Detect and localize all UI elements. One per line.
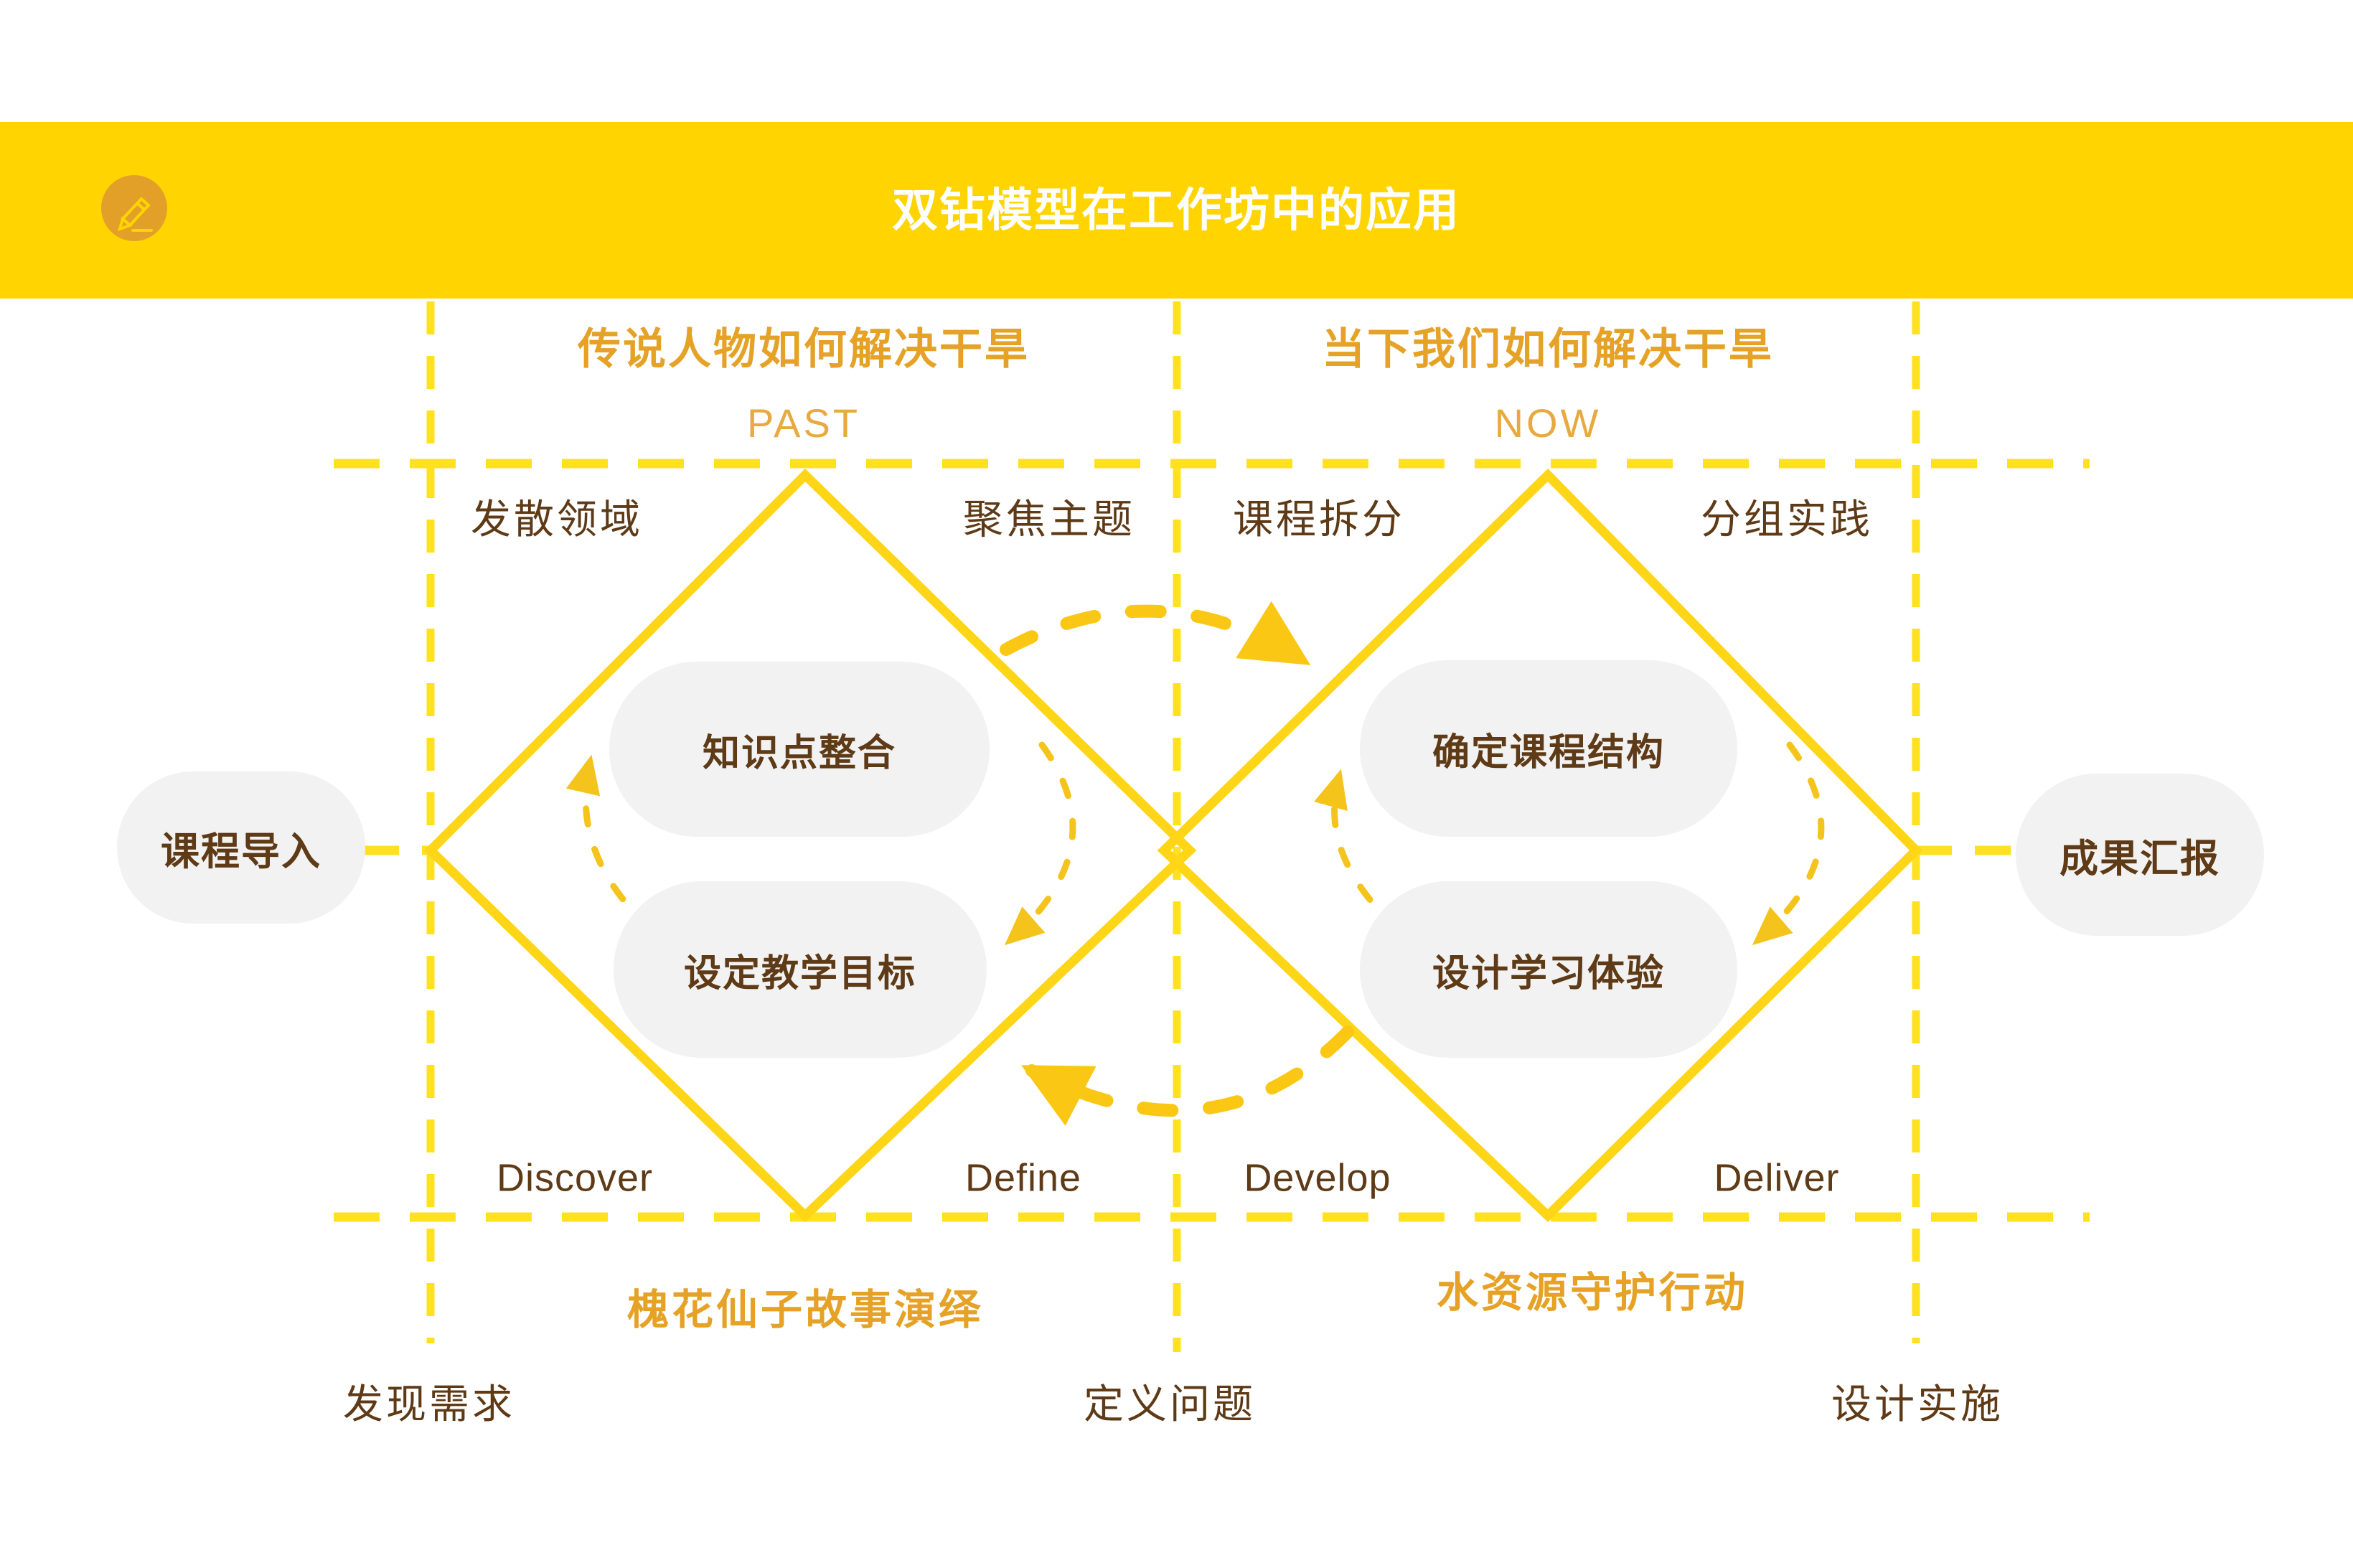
tag-now: NOW — [1494, 400, 1602, 446]
cycle-arrow-top — [1000, 601, 1311, 665]
diamond-outline-past — [423, 468, 1197, 1223]
exit-pill-results-report[interactable]: 成果汇报 — [2016, 774, 2264, 936]
stage-label-deliver: Deliver — [1714, 1156, 1840, 1200]
inner-arrow-now-down — [1752, 741, 1825, 946]
activity-label-past: 槐花仙子故事演绎 — [626, 1287, 984, 1334]
page-title: 双钻模型在工作坊中的应用 — [892, 184, 1460, 236]
quadrant-label-practice-now: 分组实践 — [1701, 497, 1873, 543]
quadrant-label-diverge-past: 发散领域 — [471, 497, 643, 543]
question-now: 当下我们如何解决干旱 — [1322, 325, 1774, 373]
inner-arrow-past-down — [1004, 741, 1076, 946]
step-pill-teaching-goal[interactable]: 设定教学目标 — [614, 881, 987, 1058]
quadrant-label-focus-past: 聚焦主题 — [963, 497, 1135, 543]
quadrant-label-split-now: 课程拆分 — [1233, 497, 1405, 543]
step-pill-learning-experience[interactable]: 设计学习体验 — [1360, 881, 1737, 1058]
tag-past: PAST — [746, 400, 861, 446]
header-bar — [0, 122, 2353, 299]
inner-arrow-past-up — [565, 754, 687, 959]
step-pill-label: 设定教学目标 — [683, 952, 916, 995]
step-pill-label: 确定课程结构 — [1432, 731, 1665, 774]
exit-pill-label: 成果汇报 — [2060, 837, 2220, 881]
activity-label-now: 水资源守护行动 — [1436, 1269, 1749, 1317]
step-pill-label: 设计学习体验 — [1432, 952, 1665, 995]
entry-pill-course-intro[interactable]: 课程导入 — [117, 771, 365, 924]
entry-pill-label: 课程导入 — [161, 830, 321, 873]
step-pill-course-structure[interactable]: 确定课程结构 — [1360, 660, 1737, 837]
stage-label-discover: Discover — [496, 1156, 654, 1200]
stage-label-develop: Develop — [1244, 1156, 1391, 1200]
bottom-stage-discover-needs: 发现需求 — [343, 1381, 515, 1427]
edit-pencil-button[interactable] — [101, 175, 167, 241]
question-past: 传说人物如何解决干旱 — [578, 325, 1030, 373]
step-pill-knowledge[interactable]: 知识点整合 — [609, 662, 990, 837]
bottom-stage-design-implement: 设计实施 — [1831, 1381, 2004, 1427]
pencil-icon — [118, 197, 153, 232]
diamond-outline-now — [1157, 468, 1923, 1223]
stage-label-define: Define — [964, 1156, 1082, 1200]
step-pill-label: 知识点整合 — [702, 732, 896, 774]
bottom-stage-define-problem: 定义问题 — [1084, 1381, 1256, 1427]
cycle-arrow-bottom — [1021, 1025, 1354, 1126]
